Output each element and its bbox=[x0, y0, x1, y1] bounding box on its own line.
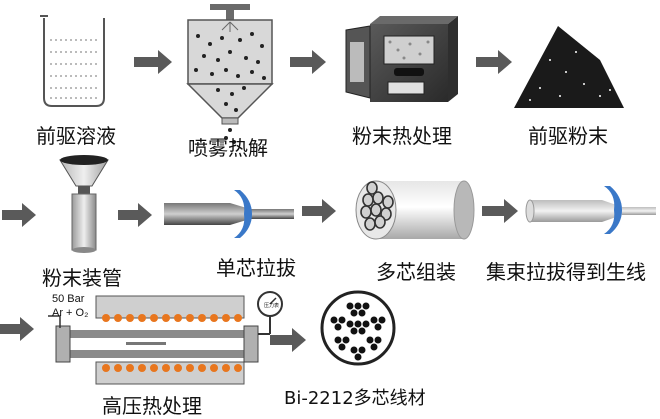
tube-filling-icon bbox=[59, 155, 109, 253]
oven-icon bbox=[345, 16, 458, 102]
arrow-icon bbox=[290, 50, 326, 74]
step-label-powder-heat-treatment: 粉末热处理 bbox=[352, 124, 452, 148]
step-label-high-pressure-heat-treatment: 高压热处理 bbox=[102, 394, 202, 418]
gauge-label: 压力表 bbox=[264, 302, 279, 309]
spray-chamber-icon bbox=[186, 4, 274, 144]
multifilament-assembly-icon bbox=[355, 180, 475, 240]
step-label-powder-tube-filling: 粉末装管 bbox=[42, 266, 122, 290]
high-pressure-furnace-icon bbox=[48, 291, 283, 385]
beaker-icon bbox=[40, 15, 105, 107]
powder-pile-icon bbox=[514, 26, 624, 108]
step-label-spray-pyrolysis: 喷雾热解 bbox=[188, 136, 268, 160]
step-label-precursor-powder: 前驱粉末 bbox=[528, 124, 608, 148]
step-label-bundle-drawing: 集束拉拔得到生线 bbox=[486, 260, 646, 284]
monofilament-drawing-icon bbox=[164, 190, 294, 238]
arrow-icon bbox=[302, 199, 336, 223]
arrow-icon bbox=[270, 328, 306, 352]
arrow-icon bbox=[0, 317, 34, 341]
arrow-icon bbox=[2, 203, 36, 227]
step-label-final-wire: Bi-2212多芯线材 bbox=[284, 388, 426, 409]
arrow-icon bbox=[118, 203, 152, 227]
step-label-precursor-solution: 前驱溶液 bbox=[36, 124, 116, 148]
pressure-label: 50 Bar bbox=[52, 293, 85, 305]
step-label-monofilament-drawing: 单芯拉拔 bbox=[216, 256, 296, 280]
bundle-drawing-icon bbox=[525, 186, 656, 234]
gas-label: Ar + O₂ bbox=[52, 307, 88, 319]
arrow-icon bbox=[476, 50, 512, 74]
wire-cross-section-icon bbox=[320, 290, 396, 366]
step-label-multifilament-assembly: 多芯组装 bbox=[376, 260, 456, 284]
arrow-icon bbox=[134, 50, 172, 74]
arrow-icon bbox=[482, 199, 518, 223]
